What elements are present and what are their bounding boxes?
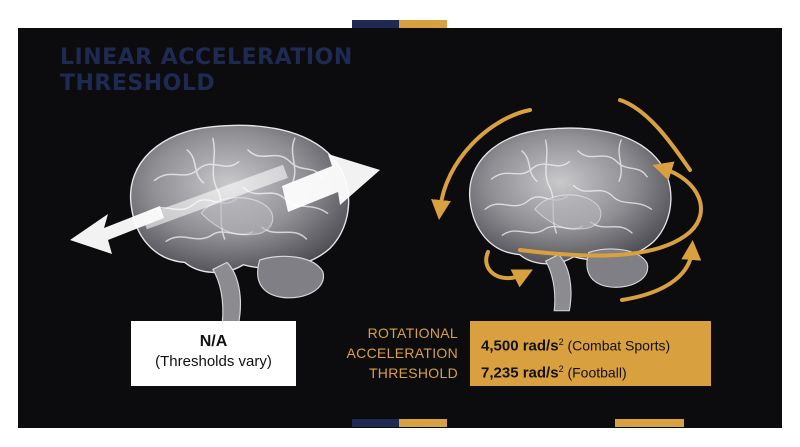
double-arrow-icon: [70, 154, 380, 254]
linear-title: LINEAR ACCELERATION THRESHOLD: [60, 45, 353, 96]
threshold-context: (Combat Sports): [567, 337, 671, 354]
threshold-context: (Football): [567, 364, 627, 381]
threshold-value: 7,235 rad/s: [481, 364, 559, 382]
rotation-arrow-icon: [431, 98, 703, 302]
top-accent-navy: [352, 20, 399, 28]
threshold-exponent: 2: [558, 337, 564, 347]
linear-threshold-box: N/A (Thresholds vary): [131, 321, 296, 386]
brain-illustration-linear: [129, 124, 350, 325]
threshold-row-combat: 4,500 rad/s2 (Combat Sports): [470, 331, 711, 358]
rotational-title: ROTATIONAL ACCELERATION THRESHOLD: [346, 325, 458, 381]
bottom-accent-navy: [352, 419, 399, 427]
bottom-right-accent-gold: [615, 419, 684, 427]
threshold-value: 4,500 rad/s: [481, 337, 559, 355]
threshold-exponent: 2: [558, 363, 564, 374]
top-accent-gold: [399, 20, 447, 28]
linear-threshold-note: (Thresholds vary): [155, 353, 272, 370]
bottom-accent-gold: [399, 419, 447, 427]
brain-illustration-rotational: [468, 127, 672, 312]
rotational-threshold-box: 4,500 rad/s2 (Combat Sports) 7,235 rad/s…: [470, 321, 711, 386]
linear-threshold-value: N/A: [199, 333, 228, 350]
threshold-row-football: 7,235 rad/s2 (Football): [470, 358, 711, 385]
